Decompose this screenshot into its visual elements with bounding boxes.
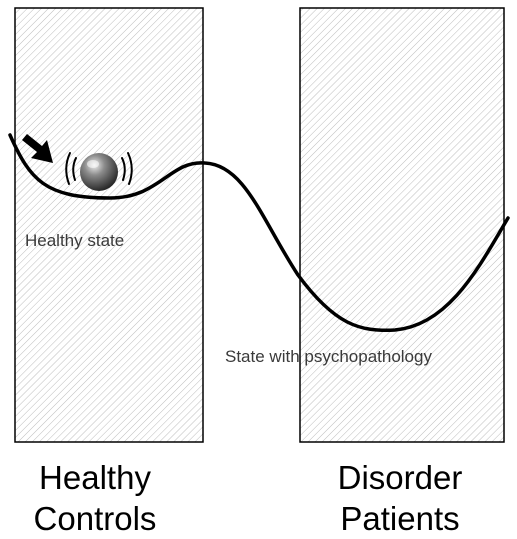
healthy-controls-region — [15, 8, 203, 442]
healthy-state-label: Healthy state — [25, 231, 124, 250]
disorder-group-label-line2: Patients — [340, 500, 459, 537]
healthy-group-label-line1: Healthy — [39, 459, 151, 496]
disorder-group-label-line1: Disorder — [338, 459, 463, 496]
disorder-patients-region — [300, 8, 504, 442]
ball-icon — [80, 153, 118, 191]
healthy-group-label-line2: Controls — [34, 500, 157, 537]
psychopathology-state-label: State with psychopathology — [225, 347, 432, 366]
